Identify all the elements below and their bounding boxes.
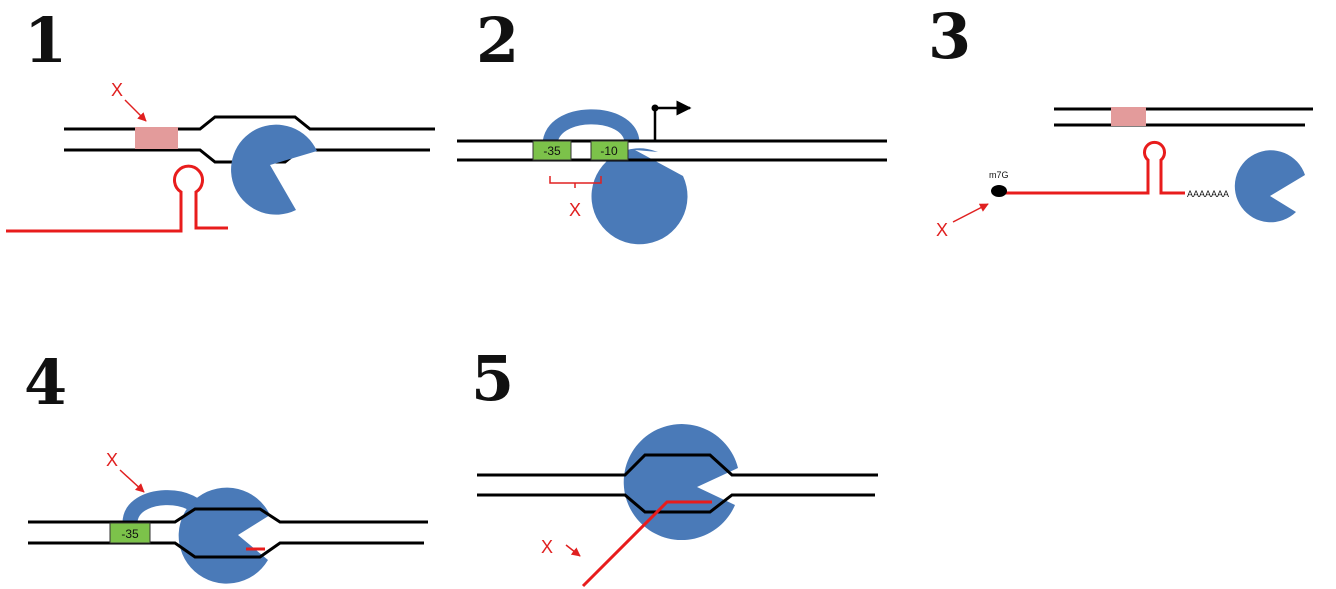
x-label: X (569, 200, 581, 220)
m7g-cap (991, 185, 1007, 197)
x-arrow (124, 99, 147, 122)
panel-5-number: 5 (471, 342, 514, 415)
x-label: X (106, 450, 118, 470)
x-label: X (111, 80, 123, 100)
dna-top-strand (477, 453, 878, 477)
cap-label: m7G (989, 170, 1009, 180)
rna-polymerase (178, 487, 270, 584)
promoter-box-35-label: -35 (543, 144, 561, 158)
panel-2-number: 2 (476, 4, 519, 77)
panel-4: 4 -35 X (24, 346, 428, 584)
operator-box (1111, 107, 1146, 126)
panel-1: 1 X (6, 4, 435, 233)
ribosome-or-polymerase (1234, 150, 1305, 223)
promoter-box-35 (109, 522, 151, 544)
x-arrow (952, 203, 989, 223)
spacer-bracket (549, 176, 602, 188)
dna-top-strand (28, 507, 428, 524)
x-arrow (565, 544, 581, 557)
transcription-start-arrow (653, 100, 692, 141)
nascent-rna (581, 500, 712, 588)
dna-bottom-strand (477, 493, 875, 514)
panel-3-number: 3 (928, 0, 971, 73)
panel-4-number: 4 (24, 346, 67, 419)
operator-box (135, 127, 178, 149)
x-label: X (541, 537, 553, 557)
x-arrow (119, 469, 145, 493)
rna-polymerase (591, 148, 688, 245)
promoter-box-35 (532, 140, 572, 161)
polya-tail-label: AAAAAAA (1187, 189, 1229, 199)
sigma-factor-arm (542, 109, 640, 147)
dna-top-strand (64, 115, 435, 131)
panel-2: 2 -35 -10 X (457, 4, 887, 245)
x-label: X (936, 220, 948, 240)
rna-hairpin-transcript (6, 164, 228, 233)
panel-3: 3 m7G AAAAAAA X (928, 0, 1313, 240)
mrna-transcript (997, 140, 1185, 195)
rna-polymerase (231, 124, 317, 215)
promoter-box-35-label: -35 (121, 527, 139, 541)
promoter-box-10-label: -10 (600, 144, 618, 158)
rna-polymerase (623, 424, 738, 541)
panel-1-number: 1 (24, 4, 67, 77)
promoter-box-10 (590, 140, 629, 161)
panel-5: 5 X (471, 342, 878, 588)
